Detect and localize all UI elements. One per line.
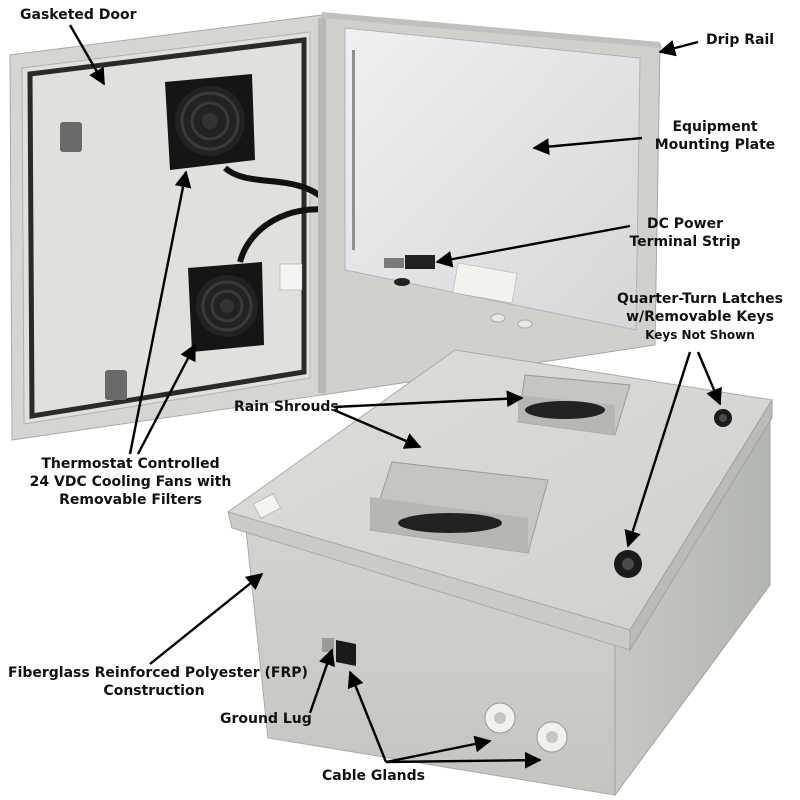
label-latches-line1: Quarter-Turn Latches (617, 291, 783, 307)
label-rain-shrouds: Rain Shrouds (234, 399, 339, 415)
label-latches-line2: w/Removable Keys (626, 309, 774, 325)
arrow-shroud-rear (333, 390, 524, 409)
closed-enclosure (226, 349, 773, 797)
arrow-gasketed-door (68, 24, 106, 86)
mounting-plate (344, 27, 641, 331)
arrow-mounting-plate (532, 136, 643, 155)
label-mounting-plate-line1: Equipment (672, 119, 758, 135)
label-fans-line1: Thermostat Controlled (41, 456, 220, 472)
hinge (318, 18, 326, 393)
arrow-frp (149, 572, 264, 665)
label-mounting-plate: Equipment Mounting Plate (640, 118, 790, 154)
lower-fan (188, 262, 264, 352)
arrow-drip-rail (658, 40, 699, 57)
rain-shroud-front (369, 461, 549, 554)
latch-rear (714, 409, 732, 427)
label-fans: Thermostat Controlled 24 VDC Cooling Fan… (18, 455, 243, 509)
open-enclosure (9, 12, 662, 441)
label-dc-power: DC Power Terminal Strip (620, 215, 750, 251)
door-latch-top (60, 122, 82, 152)
upper-fan (165, 74, 255, 170)
label-fans-line2: 24 VDC Cooling Fans with (29, 474, 232, 490)
door-sticker (279, 263, 303, 291)
label-drip-rail: Drip Rail (706, 32, 775, 48)
label-frp-line1: Fiberglass Reinforced Polyester (FRP) (8, 665, 308, 681)
arrow-fan-lower (136, 343, 197, 455)
label-latches: Quarter-Turn Latches w/Removable Keys Ke… (610, 290, 790, 344)
drip-rail (322, 12, 662, 48)
arrow-fan-upper (128, 170, 192, 455)
label-dc-power-line1: DC Power (647, 216, 723, 232)
label-ground-lug: Ground Lug (220, 711, 312, 727)
arrow-latch-front (624, 351, 692, 548)
arrow-cable-gland-right (385, 751, 542, 769)
arrow-dc-power (435, 224, 631, 268)
door-latch-bottom (105, 370, 127, 400)
label-gasketed-door: Gasketed Door (20, 7, 137, 23)
arrow-cable-gland-left (347, 670, 388, 763)
door-gasket (27, 37, 307, 419)
callout-arrows (68, 24, 722, 769)
plate-label (452, 262, 518, 304)
label-mounting-plate-line2: Mounting Plate (654, 137, 776, 153)
arrow-cable-gland-mid (385, 735, 492, 764)
terminal-strip (405, 255, 435, 269)
cable-gland-left (484, 702, 516, 734)
label-cable-glands: Cable Glands (322, 768, 425, 784)
cable-gland-right (536, 721, 568, 753)
arrow-ground-lug (308, 648, 335, 714)
label-latches-note: Keys Not Shown (645, 328, 755, 342)
lid-sticker (253, 493, 281, 519)
plate-rail (352, 50, 355, 250)
latch-front (614, 550, 642, 578)
label-fans-line3: Removable Filters (59, 492, 202, 508)
arrow-latch-rear (696, 351, 722, 406)
arrow-shroud-front (333, 408, 422, 449)
label-frp-line2: Construction (103, 683, 205, 699)
label-frp: Fiberglass Reinforced Polyester (FRP) Co… (8, 664, 308, 700)
label-dc-power-line2: Terminal Strip (629, 234, 741, 250)
rain-shroud-rear (517, 374, 631, 436)
